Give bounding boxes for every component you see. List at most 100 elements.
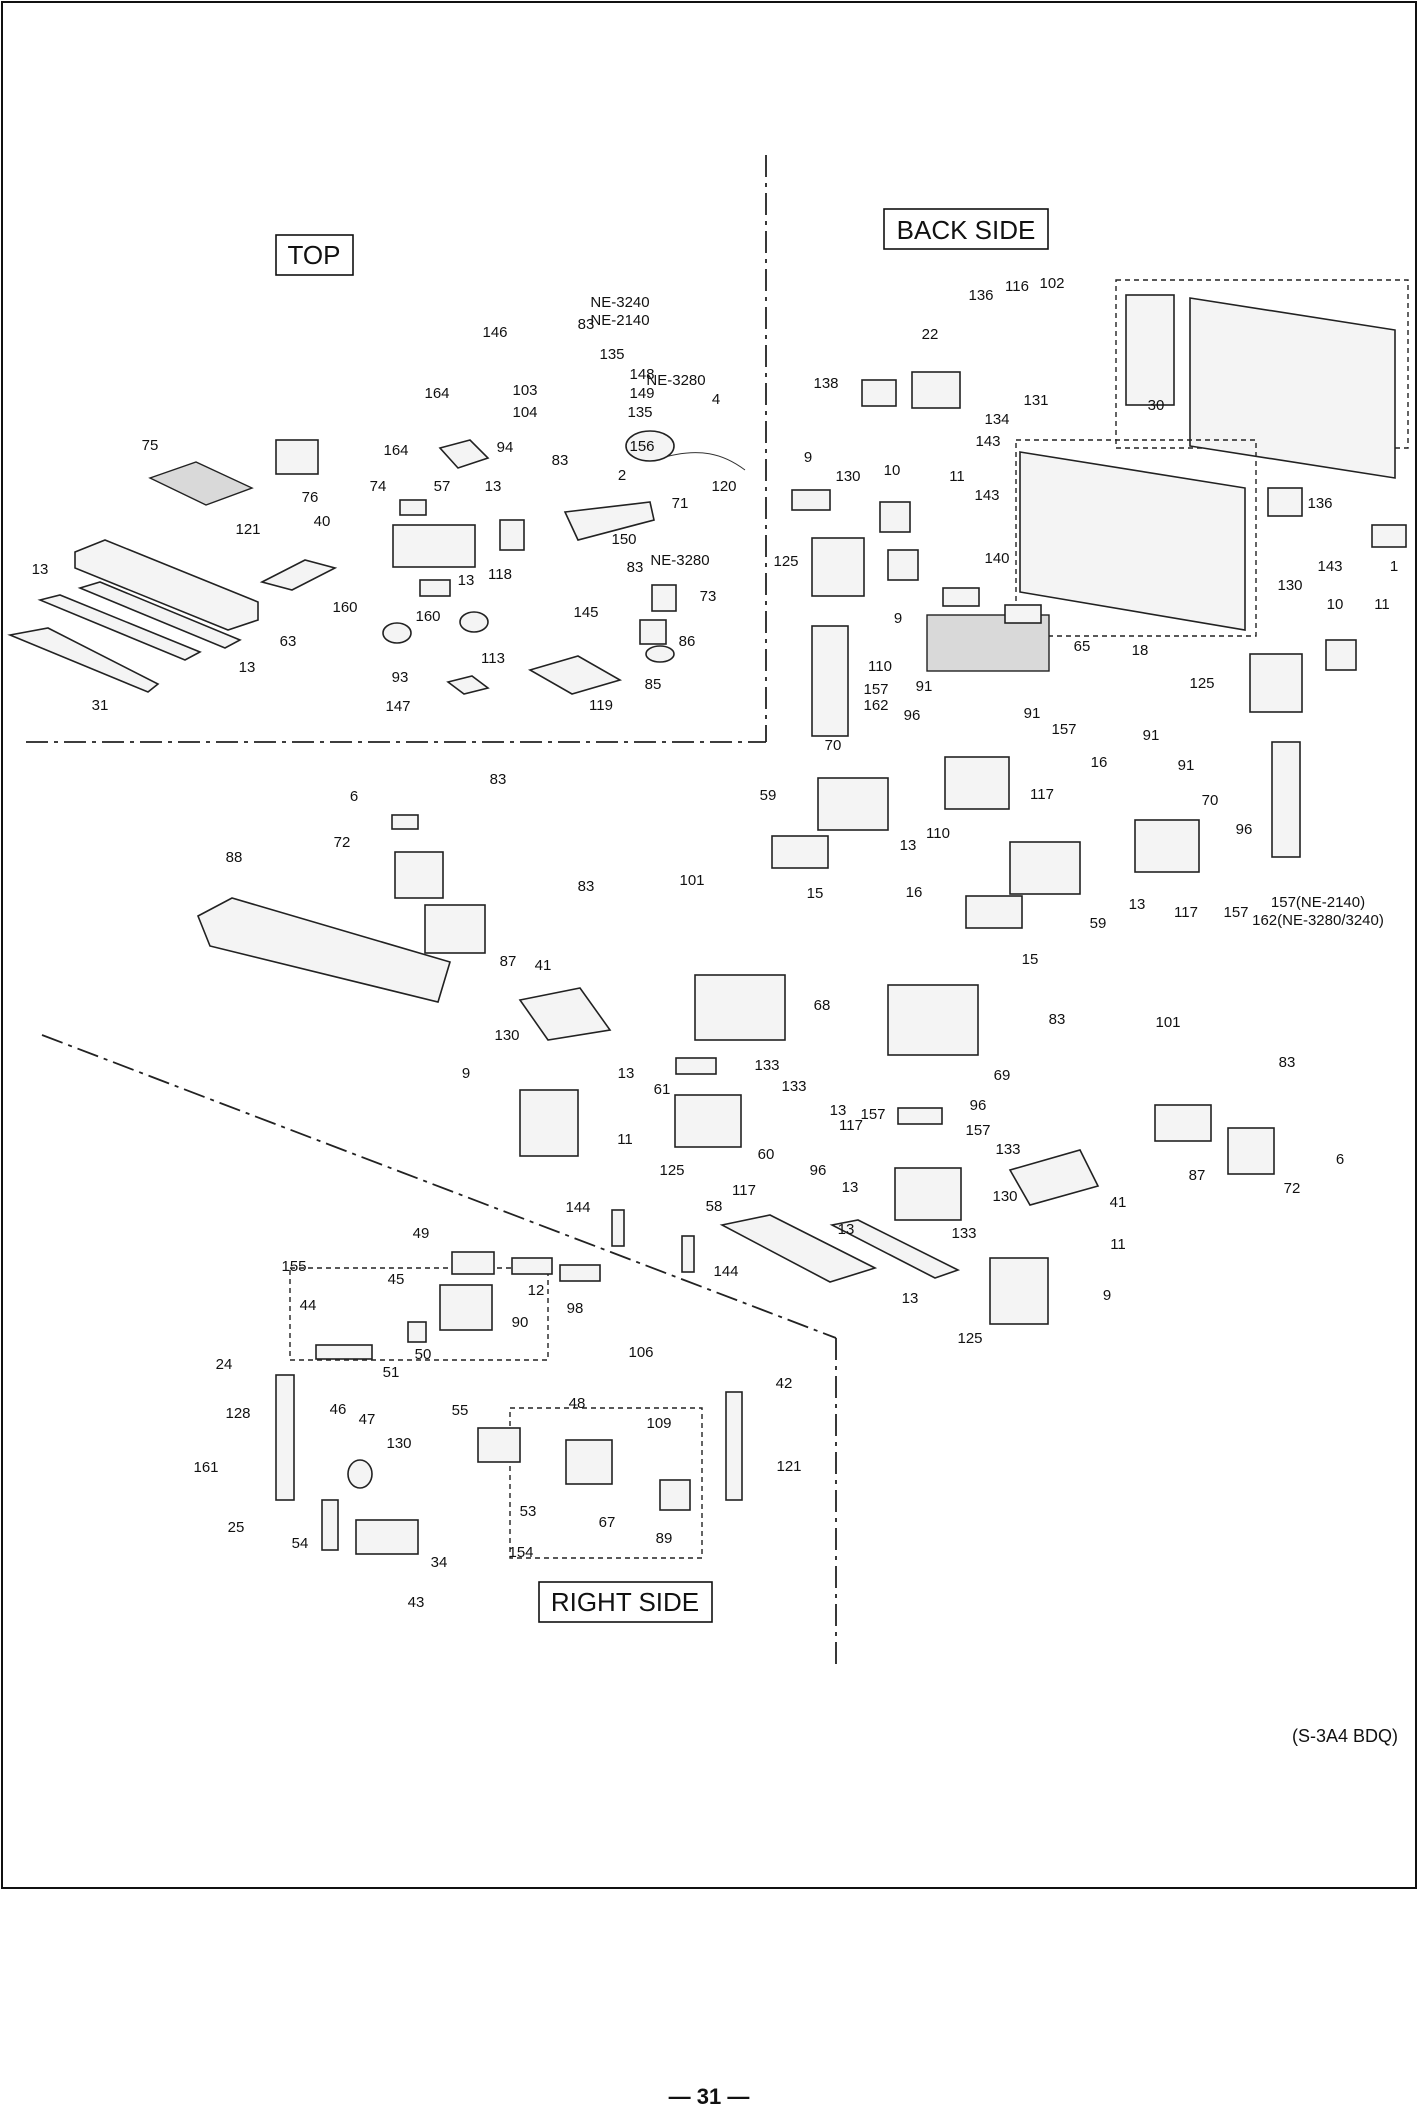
page-number: — 31 — [669, 2084, 750, 2109]
callout-front-43: 13 [902, 1290, 919, 1307]
callout-front-8: 68 [814, 997, 831, 1014]
top-parts [7, 430, 746, 695]
callout-right-11: 42 [776, 1375, 793, 1392]
part-holder-45 [439, 1284, 493, 1331]
callout-right-0: 49 [413, 1225, 430, 1242]
callout-right-18: 161 [193, 1459, 218, 1476]
part-pin-44 [315, 1344, 373, 1360]
callout-top-14: 120 [711, 478, 736, 495]
part-rod-144a [611, 1209, 625, 1247]
callout-top-37: 63 [280, 633, 297, 650]
front-parts [196, 814, 1275, 1325]
callout-top-21: 13 [485, 478, 502, 495]
callout-right-10: 24 [216, 1356, 233, 1373]
callout-top-38: 13 [239, 659, 256, 676]
part-transformer-125d [989, 1257, 1049, 1325]
callout-top-6: NE-3280 [646, 372, 705, 389]
callout-top-42: 85 [645, 676, 662, 693]
callout-top-3: NE-2140 [590, 312, 649, 329]
part-bracket-34 [355, 1519, 419, 1555]
part-bar-12b [559, 1264, 601, 1282]
callout-front-12: 61 [654, 1081, 671, 1098]
part-cover-94 [438, 439, 490, 469]
callout-front-18: 13 [830, 1102, 847, 1119]
part-gasket-13 [499, 519, 525, 551]
part-clip-138 [861, 379, 897, 407]
callout-top-29: NE-3280 [650, 552, 709, 569]
part-magnetron-117b [1134, 819, 1200, 873]
callout-back-45: 59 [1090, 915, 1107, 932]
callout-front-38: 58 [706, 1198, 723, 1215]
part-box-57 [392, 524, 476, 568]
callout-back-0: 136 [968, 287, 993, 304]
callout-front-30: 101 [1155, 1014, 1180, 1031]
callout-right-8: 98 [567, 1300, 584, 1317]
part-magnetron-117a [944, 756, 1010, 810]
callout-back-43: 15 [807, 885, 824, 902]
part-rod-144b [681, 1235, 695, 1273]
callout-top-15: 75 [142, 437, 159, 454]
callout-top-25: 121 [235, 521, 260, 538]
callout-top-39: 13 [32, 561, 49, 578]
callout-top-41: 113 [481, 650, 505, 667]
callout-back-30: 96 [904, 707, 921, 724]
header-right-side-text: RIGHT SIDE [551, 1587, 699, 1617]
callout-right-7: 50 [415, 1346, 432, 1363]
part-block-9b [887, 549, 919, 581]
part-gasket-140a [942, 587, 980, 607]
callout-front-3: 88 [226, 849, 243, 866]
part-plate-147 [446, 675, 490, 695]
callout-top-33: 160 [332, 599, 357, 616]
part-clip-136 [1267, 487, 1303, 517]
header-back-side: BACK SIDE [883, 208, 1049, 250]
part-bracket-110b [1271, 741, 1301, 858]
callout-front-32: 69 [994, 1067, 1011, 1084]
callout-front-4: 87 [500, 953, 517, 970]
part-bracket-110a [811, 625, 849, 737]
part-plate-49 [451, 1251, 495, 1275]
callout-back-7: 30 [1148, 397, 1165, 414]
part-guide-59b [1009, 841, 1081, 895]
callout-right-9: 106 [628, 1344, 653, 1361]
part-fuse-72b [1227, 1127, 1275, 1175]
callout-front-42: 9 [1103, 1287, 1111, 1304]
part-clip-10b [1325, 639, 1357, 671]
part-pad-61 [675, 1057, 717, 1075]
part-fan-69 [887, 984, 979, 1056]
callout-top-7: 149 [629, 385, 654, 402]
callout-front-6: 101 [679, 872, 704, 889]
callout-front-22: 96 [810, 1162, 827, 1179]
part-clip-74 [399, 499, 427, 516]
part-panel-88 [196, 897, 451, 1003]
callout-right-19: 130 [386, 1435, 411, 1452]
part-switch-89 [659, 1479, 691, 1511]
callout-top-13: 156 [629, 438, 654, 455]
callout-front-41: 11 [1110, 1236, 1126, 1253]
callout-back-47: 117 [1174, 904, 1198, 921]
callout-front-25: 133 [951, 1225, 976, 1242]
callout-top-35: 145 [573, 604, 598, 621]
callout-top-32: 118 [488, 566, 512, 583]
callout-front-9: 130 [494, 1027, 519, 1044]
callout-back-33: 157 [1051, 721, 1076, 738]
callout-top-40: 93 [392, 669, 409, 686]
callout-back-29: 91 [916, 678, 933, 695]
callout-top-1: 83 [578, 316, 595, 333]
part-outlet-156 [625, 430, 675, 462]
part-rail-13a [37, 594, 202, 661]
callout-top-44: 147 [385, 698, 410, 715]
callout-back-13: 143 [974, 487, 999, 504]
callout-back-49: 157(NE-2140) [1271, 894, 1365, 911]
part-transformer-125b [1249, 653, 1303, 713]
part-pin-54 [321, 1499, 339, 1551]
callout-back-27: 157 [863, 681, 888, 698]
header-top-text: TOP [288, 240, 341, 270]
callout-front-10: 9 [462, 1065, 470, 1082]
callout-right-25: 89 [656, 1530, 673, 1547]
callout-front-1: 83 [490, 771, 507, 788]
part-holder-15a [771, 835, 829, 869]
part-rail-13b [77, 581, 242, 649]
callout-back-39: 110 [926, 825, 950, 842]
part-holder-86 [639, 619, 667, 645]
callout-front-44: 125 [957, 1330, 982, 1347]
